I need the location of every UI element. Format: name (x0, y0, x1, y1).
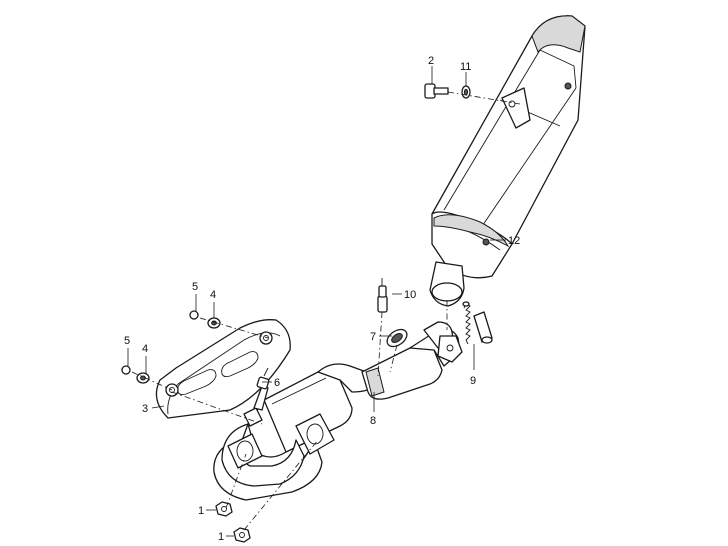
callout-8: 8 (370, 415, 376, 427)
callout-3: 3 (142, 403, 148, 415)
washer-4-left (136, 372, 150, 384)
callout-12: 12 (508, 235, 520, 247)
callout-11: 11 (460, 61, 471, 73)
callout-labels: 2 11 12 10 7 9 6 8 3 5 4 5 4 1 1 (124, 55, 520, 543)
oxygen-sensor-rear (377, 278, 388, 313)
screw-5-left (121, 365, 131, 375)
washer-4-top (207, 317, 221, 329)
header-pipe (213, 321, 463, 501)
callout-9: 9 (470, 375, 476, 387)
washer-11 (461, 85, 471, 99)
spring-set (462, 301, 493, 345)
callout-1-upper: 1 (198, 505, 204, 517)
callout-2: 2 (428, 55, 434, 67)
muffler-assembly (429, 15, 586, 307)
callout-10: 10 (404, 289, 416, 301)
callout-4-top: 4 (210, 289, 216, 301)
callout-5-left: 5 (124, 335, 130, 347)
callout-4-left: 4 (142, 343, 148, 355)
assembly-lines (131, 91, 521, 531)
leader-lines (127, 66, 506, 537)
callout-5-top: 5 (192, 281, 198, 293)
nut-1-lower (233, 527, 251, 543)
callout-7: 7 (370, 331, 376, 343)
heat-shield (155, 319, 291, 419)
callout-6: 6 (274, 377, 280, 389)
oxygen-sensor-front (253, 367, 270, 411)
screw-5-top (189, 310, 199, 320)
nut-1-upper (215, 501, 233, 517)
callout-1-lower: 1 (218, 531, 224, 543)
bolt-2 (424, 83, 449, 99)
gasket (386, 328, 408, 348)
